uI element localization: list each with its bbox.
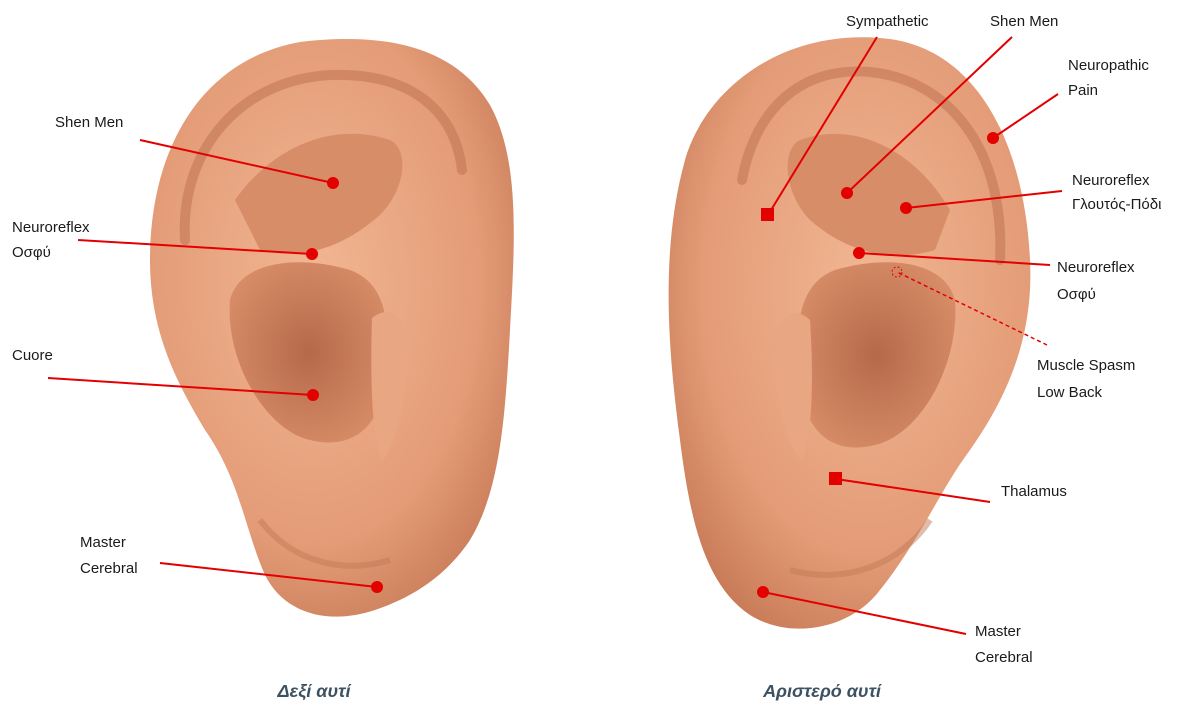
- label-line-1: Neuroreflex: [12, 219, 90, 236]
- label-line-2: Cerebral: [975, 649, 1033, 666]
- leader-line: [993, 94, 1058, 138]
- label-line-1: Neuropathic: [1068, 57, 1149, 74]
- label-line-1: Shen Men: [990, 13, 1058, 30]
- acupoint-marker-square: [761, 208, 774, 221]
- acupoint-marker: [900, 202, 912, 214]
- point-left-neuropathic-pain: Neuropathic Pain: [987, 57, 1149, 144]
- acupoint-marker: [306, 248, 318, 260]
- label-line-1: Master: [80, 534, 126, 551]
- label-line-2: Low Back: [1037, 384, 1103, 401]
- label-line-1: Muscle Spasm: [1037, 357, 1135, 374]
- label-line-1: Master: [975, 623, 1021, 640]
- label-line-1: Shen Men: [55, 114, 123, 131]
- acupoint-marker: [757, 586, 769, 598]
- label-line-2: Οσφύ: [1057, 286, 1096, 303]
- acupoint-marker: [307, 389, 319, 401]
- left-ear-illustration: [669, 37, 1031, 628]
- label-line-2: Pain: [1068, 82, 1098, 99]
- label-line-1: Thalamus: [1001, 483, 1067, 500]
- label-line-2: Οσφύ: [12, 244, 51, 261]
- label-line-2: Γλουτός-Πόδι: [1072, 196, 1161, 213]
- label-line-1: Sympathetic: [846, 13, 929, 30]
- label-line-1: Neuroreflex: [1072, 172, 1150, 189]
- label-line-1: Neuroreflex: [1057, 259, 1135, 276]
- left-ear-caption: Αριστερό αυτί: [762, 681, 883, 701]
- acupoint-marker: [371, 581, 383, 593]
- label-line-1: Cuore: [12, 347, 53, 364]
- acupoint-marker: [327, 177, 339, 189]
- acupoint-marker: [987, 132, 999, 144]
- label-line-2: Cerebral: [80, 560, 138, 577]
- acupoint-marker: [853, 247, 865, 259]
- right-ear-caption: Δεξί αυτί: [277, 681, 353, 702]
- acupoint-marker: [841, 187, 853, 199]
- right-ear-illustration: [150, 39, 514, 617]
- acupoint-marker-square: [829, 472, 842, 485]
